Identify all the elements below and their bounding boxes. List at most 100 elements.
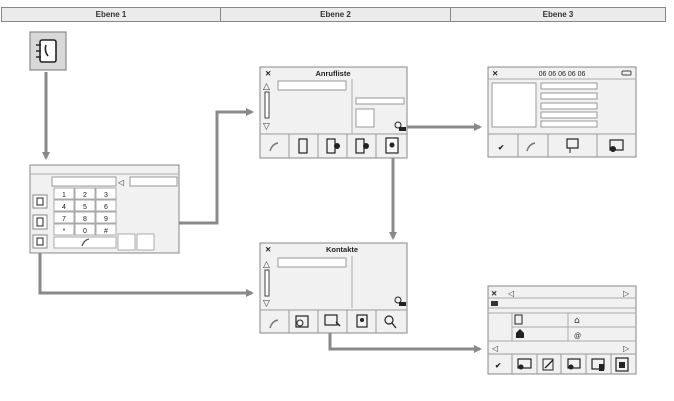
scroll-left-icon[interactable]: ◁ <box>491 344 498 353</box>
card-icon <box>491 301 498 306</box>
key-5[interactable]: 5 <box>74 199 96 212</box>
svg-text:5: 5 <box>83 204 87 211</box>
contact-search-icon[interactable] <box>394 296 406 306</box>
dial-number-field[interactable] <box>51 176 117 187</box>
handset-icon[interactable] <box>526 142 536 152</box>
close-icon[interactable]: ✕ <box>491 289 497 298</box>
contacts-screen: ✕ Kontakte △ ▽ <box>259 242 408 334</box>
scroll-up-icon[interactable]: △ <box>263 260 270 270</box>
key-0[interactable]: 0 <box>74 223 96 236</box>
house-icon <box>516 329 524 338</box>
close-icon[interactable]: ✕ <box>265 69 271 78</box>
level-3-header: Ebene 3 <box>542 10 574 19</box>
key-9[interactable]: 9 <box>95 211 117 224</box>
name-field <box>129 176 178 187</box>
svg-text:4: 4 <box>62 204 66 211</box>
key-hash[interactable]: # <box>95 223 117 236</box>
car-icon <box>621 70 632 76</box>
share-contact-icon[interactable] <box>567 358 581 370</box>
call-list-button[interactable] <box>32 214 48 230</box>
dialed-calls-icon[interactable] <box>355 138 369 154</box>
contact-detail-screen: ✕ 06 06 06 06 06 ✔ <box>487 66 637 158</box>
keypad-side-button-1[interactable] <box>117 233 136 251</box>
scrollbar[interactable] <box>264 269 270 297</box>
detail-field-5 <box>540 120 598 128</box>
delete-contact-icon[interactable] <box>591 358 605 371</box>
svg-text:1: 1 <box>62 192 66 199</box>
contact-options-icon[interactable] <box>295 315 309 328</box>
keypad-side-button-2[interactable] <box>136 233 155 251</box>
detail-field-2 <box>540 92 598 100</box>
svg-text:*: * <box>63 228 66 235</box>
edit-card-icon[interactable] <box>542 358 554 371</box>
phone-book-icon[interactable] <box>29 31 67 71</box>
key-1[interactable]: 1 <box>53 187 75 200</box>
scrollbar[interactable] <box>264 91 270 119</box>
svg-text:#: # <box>104 228 108 235</box>
contact-number: 06 06 06 06 06 <box>539 71 586 78</box>
key-7[interactable]: 7 <box>53 211 75 224</box>
keypad-keys: 1 2 3 4 5 6 7 8 9 * 0 # <box>53 187 117 236</box>
next-contact-icon[interactable]: ▷ <box>623 289 630 298</box>
keypad-screen: ◁ 1 2 3 4 5 6 7 8 9 * 0 # <box>29 164 180 254</box>
svg-text:3: 3 <box>104 192 108 199</box>
missed-calls-icon[interactable] <box>326 138 340 154</box>
handset-icon[interactable] <box>269 142 279 152</box>
contacts-icon[interactable] <box>385 137 399 154</box>
contact-photo <box>491 82 537 128</box>
close-icon[interactable]: ✕ <box>265 245 271 254</box>
incoming-call-button[interactable] <box>32 194 48 209</box>
key-3[interactable]: 3 <box>95 187 117 200</box>
edit-contact-icon[interactable] <box>324 314 341 327</box>
detail-field-1 <box>540 82 598 90</box>
key-2[interactable]: 2 <box>74 187 96 200</box>
contact-entry-field[interactable] <box>277 257 347 268</box>
caller-photo <box>355 108 375 128</box>
checkmark-icon[interactable]: ✔ <box>495 361 501 370</box>
key-star[interactable]: * <box>53 223 75 236</box>
svg-text:9: 9 <box>104 216 108 223</box>
search-contact-icon[interactable] <box>384 315 397 329</box>
scroll-down-icon[interactable]: ▽ <box>263 299 270 309</box>
key-8[interactable]: 8 <box>74 211 96 224</box>
level-2-header: Ebene 2 <box>221 8 451 21</box>
detail-field-4 <box>540 111 598 119</box>
scroll-right-icon[interactable]: ▷ <box>623 344 630 353</box>
keypad-left-buttons <box>32 194 48 249</box>
contacts-title: Kontakte <box>326 245 358 254</box>
all-calls-icon[interactable] <box>298 138 308 154</box>
checkmark-icon[interactable]: ✔ <box>498 143 504 152</box>
contacts-button[interactable] <box>32 234 48 249</box>
contact-actions-icon[interactable] <box>609 139 624 152</box>
scroll-down-icon[interactable]: ▽ <box>263 122 270 132</box>
contact-card-screen: ✕ ◁ ▷ ⌂ @ ◁ ▷ ✔ <box>487 285 637 375</box>
detail-field-3 <box>540 102 598 110</box>
call-list-title: Anrufliste <box>315 69 350 78</box>
level-header: Ebene 1 Ebene 2 Ebene 3 <box>1 7 666 22</box>
previous-contact-icon[interactable]: ◁ <box>507 289 514 298</box>
save-contact-icon[interactable] <box>615 357 629 372</box>
contact-manage-icon[interactable] <box>517 358 532 370</box>
svg-text:2: 2 <box>83 192 87 199</box>
call-entry-field[interactable] <box>277 80 347 91</box>
level-1-header: Ebene 1 <box>2 8 221 21</box>
svg-text:6: 6 <box>104 204 108 211</box>
handset-icon <box>81 238 90 247</box>
call-button[interactable] <box>53 236 117 249</box>
key-4[interactable]: 4 <box>53 199 75 212</box>
edit-number-icon[interactable] <box>566 138 579 153</box>
backspace-icon[interactable]: ◁ <box>117 178 124 187</box>
svg-text:8: 8 <box>83 216 87 223</box>
at-icon: @ <box>574 333 581 340</box>
call-list-screen: ✕ Anrufliste △ ▽ <box>259 66 408 159</box>
scroll-up-icon[interactable]: △ <box>263 82 270 92</box>
mobile-phone-icon <box>514 314 523 325</box>
svg-text:7: 7 <box>62 216 66 223</box>
handset-icon[interactable] <box>269 319 279 329</box>
close-icon[interactable]: ✕ <box>492 69 498 78</box>
key-6[interactable]: 6 <box>95 199 117 212</box>
caller-search-icon[interactable] <box>394 121 406 131</box>
envelope-icon: ⌂ <box>574 316 580 326</box>
new-contact-icon[interactable] <box>356 314 368 328</box>
